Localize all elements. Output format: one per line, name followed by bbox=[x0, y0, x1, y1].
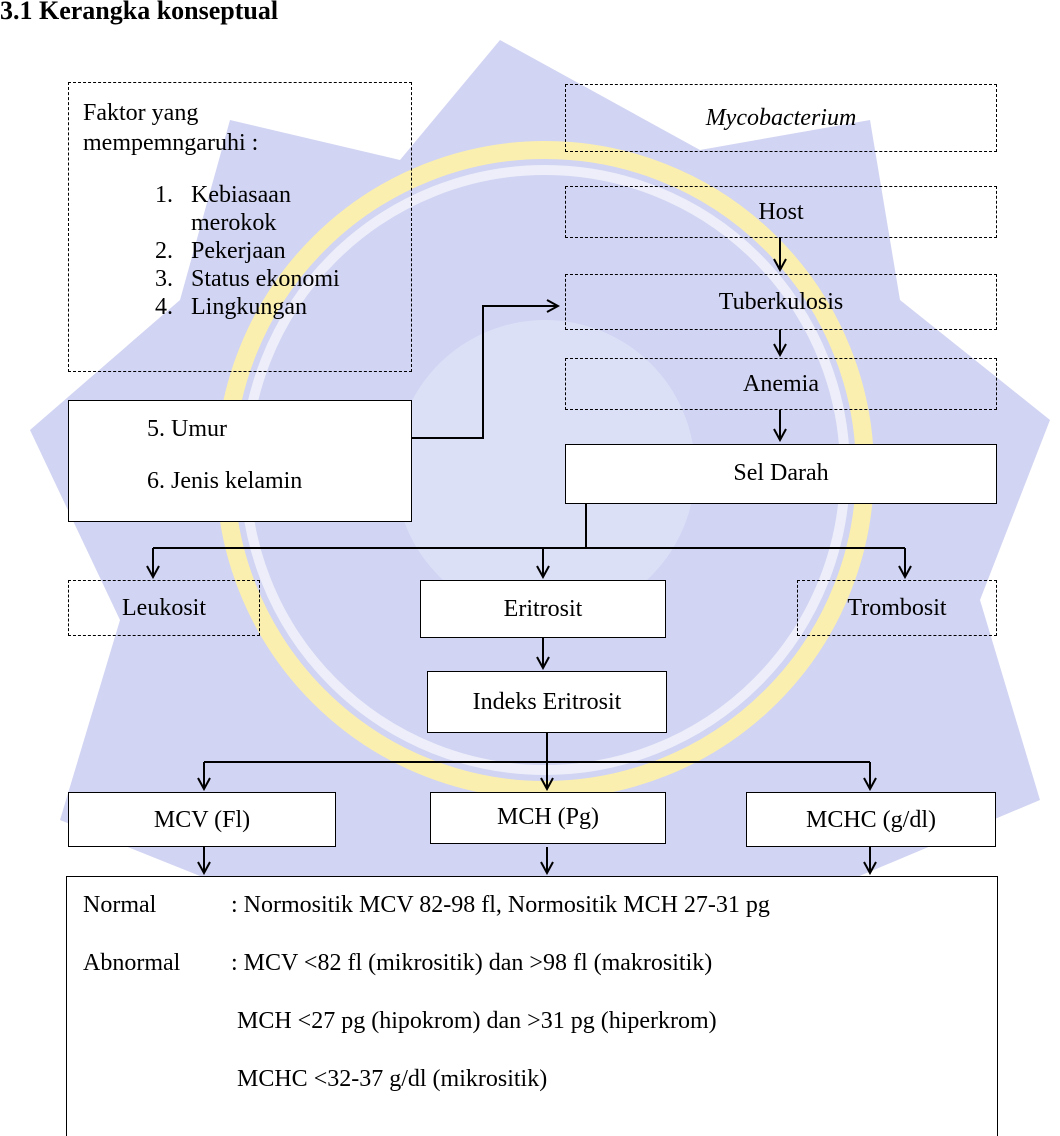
factors-heading-line1: Faktor yang bbox=[83, 100, 199, 126]
criteria-abnormal-line1: : MCV <82 fl (mikrositik) dan >98 fl (ma… bbox=[231, 950, 713, 976]
section-title: 3.1 Kerangka konseptual bbox=[0, 0, 279, 25]
influencing-factors-box: Faktor yang mempemngaruhi : 1. Kebiasaan… bbox=[68, 82, 412, 372]
criteria-abnormal-line3: MCHC <32-37 g/dl (mikrositik) bbox=[237, 1066, 548, 1092]
criteria-abnormal-row: Abnormal : MCV <82 fl (mikrositik) dan >9… bbox=[83, 949, 712, 977]
criteria-abnormal-label: Abnormal bbox=[83, 950, 181, 976]
node-mchc: MCHC (g/dl) bbox=[746, 792, 996, 847]
node-eritrosit: Eritrosit bbox=[420, 580, 666, 638]
node-sel-darah: Sel Darah bbox=[565, 444, 997, 504]
node-tuberkulosis: Tuberkulosis bbox=[565, 274, 997, 330]
node-mch: MCH (Pg) bbox=[430, 792, 666, 844]
node-trombosit: Trombosit bbox=[797, 580, 997, 636]
criteria-normal-row: Normal : Normositik MCV 82-98 fl, Normosi… bbox=[83, 891, 770, 919]
criteria-abnormal-line2: MCH <27 pg (hipokrom) dan >31 pg (hiperk… bbox=[237, 1008, 717, 1034]
node-indeks-eritrosit: Indeks Eritrosit bbox=[427, 671, 667, 733]
node-leukosit: Leukosit bbox=[68, 580, 260, 636]
factor-item: 3. Status ekonomi bbox=[155, 266, 340, 292]
node-anemia: Anemia bbox=[565, 358, 997, 410]
examined-factors-box: 5. Umur 6. Jenis kelamin bbox=[68, 400, 412, 522]
factors-heading-line2: mempemngaruhi : bbox=[83, 130, 259, 156]
factor-jenis-kelamin: 6. Jenis kelamin bbox=[147, 468, 303, 494]
factor-item: 4. Lingkungan bbox=[155, 294, 307, 320]
node-mycobacterium: Mycobacterium bbox=[565, 84, 997, 152]
node-mcv: MCV (Fl) bbox=[68, 792, 336, 847]
criteria-box: Normal : Normositik MCV 82-98 fl, Normosi… bbox=[66, 876, 998, 1136]
factor-item: 2. Pekerjaan bbox=[155, 238, 286, 264]
criteria-normal-label: Normal bbox=[83, 892, 157, 918]
factor-umur: 5. Umur bbox=[147, 416, 227, 442]
arrow-umur-tuberkulosis bbox=[410, 306, 558, 439]
criteria-normal-text: : Normositik MCV 82-98 fl, Normositik MC… bbox=[231, 892, 770, 918]
node-host: Host bbox=[565, 186, 997, 238]
